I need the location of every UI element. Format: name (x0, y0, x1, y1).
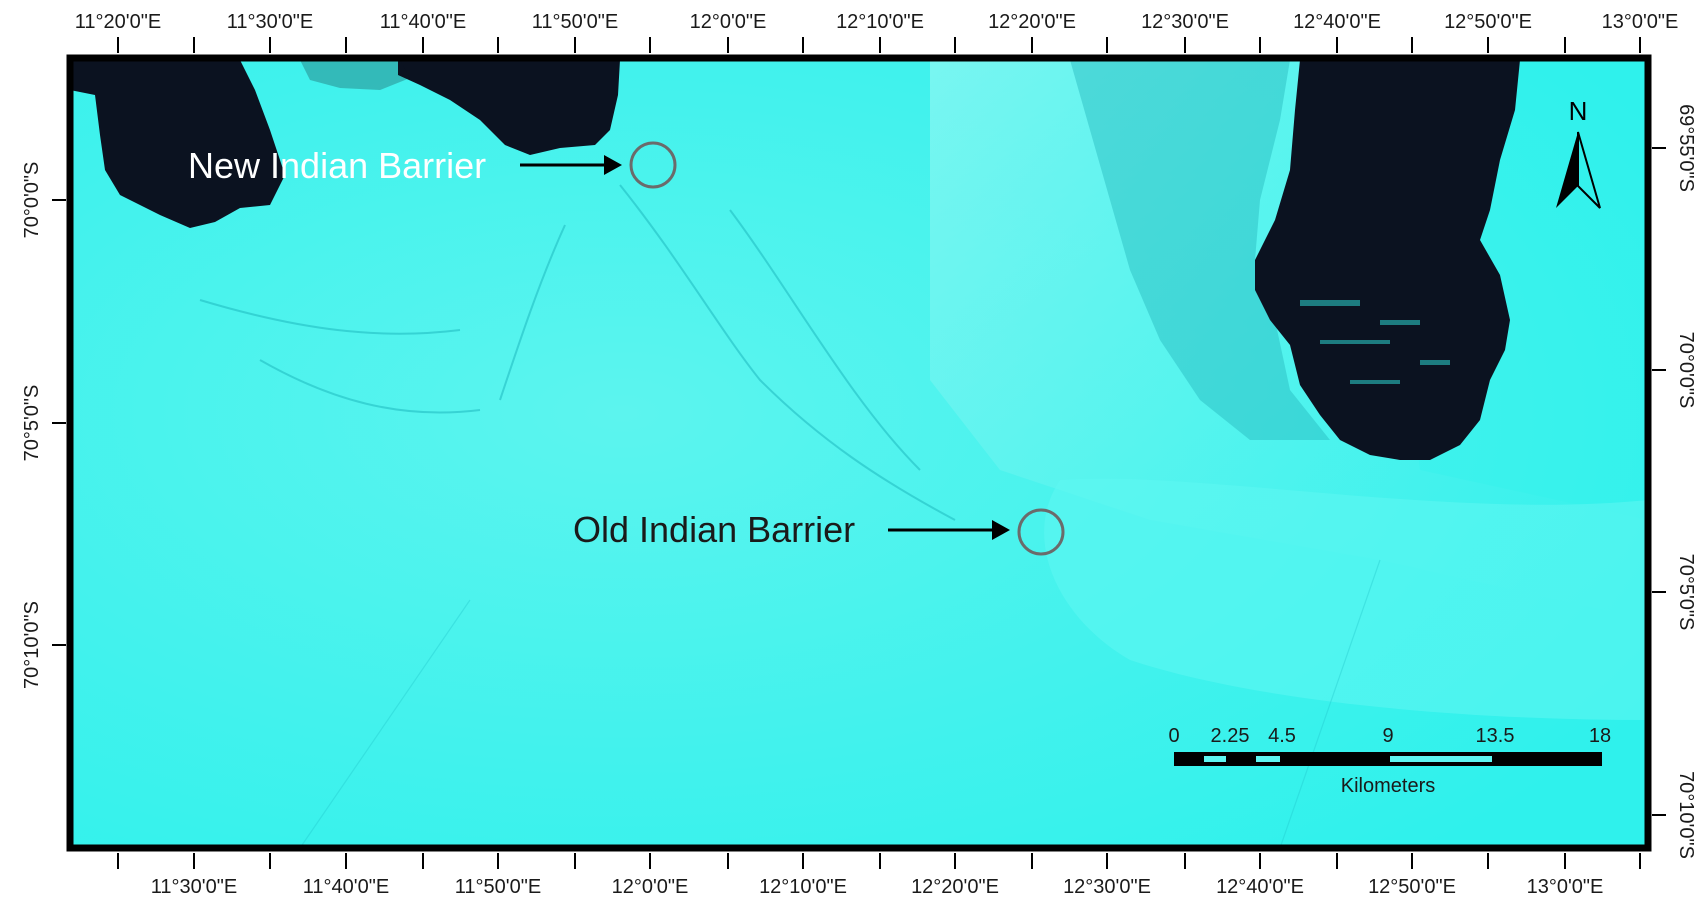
lat-label-right: 70°10'0"S (1675, 771, 1697, 859)
scale-tick-label: 9 (1382, 725, 1393, 747)
scale-tick-label: 18 (1589, 725, 1611, 747)
lon-label-top: 12°10'0"E (836, 11, 924, 33)
satellite-image (70, 58, 1648, 849)
location-marker-circle (629, 141, 677, 189)
bottom-longitude-labels: 11°30'0"E 11°40'0"E 11°50'0"E 12°0'0"E 1… (151, 876, 1604, 898)
lon-label-bottom: 11°40'0"E (303, 876, 389, 898)
lon-label-bottom: 11°50'0"E (455, 876, 541, 898)
lat-label-right: 69°55'0"S (1675, 104, 1697, 192)
lon-label-top: 12°50'0"E (1444, 11, 1532, 33)
lon-label-bottom: 12°20'0"E (911, 876, 999, 898)
north-arrow: N (1556, 96, 1601, 209)
lon-label-top: 12°0'0"E (690, 11, 767, 33)
lat-label-left: 70°10'0"S (21, 601, 43, 689)
lat-label-right: 70°5'0"S (1675, 554, 1697, 631)
lat-label-left: 70°0'0"S (21, 162, 43, 239)
scale-tick-label: 2.25 (1211, 725, 1250, 747)
lon-label-bottom: 12°10'0"E (759, 876, 847, 898)
lon-label-top: 13°0'0"E (1602, 11, 1679, 33)
scale-bar-segment (1204, 756, 1226, 762)
lat-label-right: 70°0'0"S (1675, 332, 1697, 409)
left-latitude-labels: 70°0'0"S 70°5'0"S 70°10'0"S (21, 162, 43, 689)
north-arrow-right-half (1577, 131, 1601, 209)
north-arrow-label: N (1569, 96, 1588, 126)
lat-label-left: 70°5'0"S (21, 385, 43, 462)
lon-label-top: 11°30'0"E (227, 11, 313, 33)
lon-label-top: 11°40'0"E (380, 11, 466, 33)
lon-label-bottom: 12°50'0"E (1368, 876, 1456, 898)
top-longitude-labels: 11°20'0"E 11°30'0"E 11°40'0"E 11°50'0"E … (75, 11, 1679, 33)
rock-outcrop-center (398, 60, 620, 155)
lon-label-top: 12°20'0"E (988, 11, 1076, 33)
scale-tick-label: 4.5 (1268, 725, 1296, 747)
lon-label-top: 12°30'0"E (1141, 11, 1229, 33)
rock-outcrop-east (1255, 60, 1520, 460)
lon-label-top: 12°40'0"E (1293, 11, 1381, 33)
annotation-new-indian-barrier: New Indian Barrier (188, 141, 677, 189)
scale-bar-body (1174, 752, 1602, 766)
arrow-head (604, 155, 622, 175)
scale-bar-segment (1256, 756, 1280, 762)
north-arrow-left-half (1556, 132, 1578, 208)
scale-tick-label: 13.5 (1476, 725, 1515, 747)
lon-label-bottom: 12°0'0"E (612, 876, 689, 898)
lon-label-top: 11°20'0"E (75, 11, 161, 33)
lon-label-bottom: 13°0'0"E (1527, 876, 1604, 898)
annotation-old-indian-barrier: Old Indian Barrier (573, 508, 1065, 556)
scale-bar-segment (1390, 756, 1492, 762)
lon-label-bottom: 12°30'0"E (1063, 876, 1151, 898)
map-frame (66, 54, 1652, 852)
arrow-head (992, 520, 1010, 540)
scale-bar: 0 2.25 4.5 9 13.5 18 Kilometers (1168, 725, 1611, 797)
lon-label-bottom: 11°30'0"E (151, 876, 237, 898)
new-barrier-label: New Indian Barrier (188, 145, 486, 186)
lon-label-top: 11°50'0"E (532, 11, 618, 33)
right-latitude-labels: 69°55'0"S 70°0'0"S 70°5'0"S 70°10'0"S (1675, 104, 1697, 859)
old-barrier-label: Old Indian Barrier (573, 509, 855, 550)
scale-tick-label: 0 (1168, 725, 1179, 747)
lon-label-bottom: 12°40'0"E (1216, 876, 1304, 898)
scale-unit-label: Kilometers (1341, 775, 1435, 797)
rock-outcrop-west (70, 60, 285, 228)
graticule-ticks (52, 37, 1666, 869)
location-marker-circle (1017, 508, 1065, 556)
